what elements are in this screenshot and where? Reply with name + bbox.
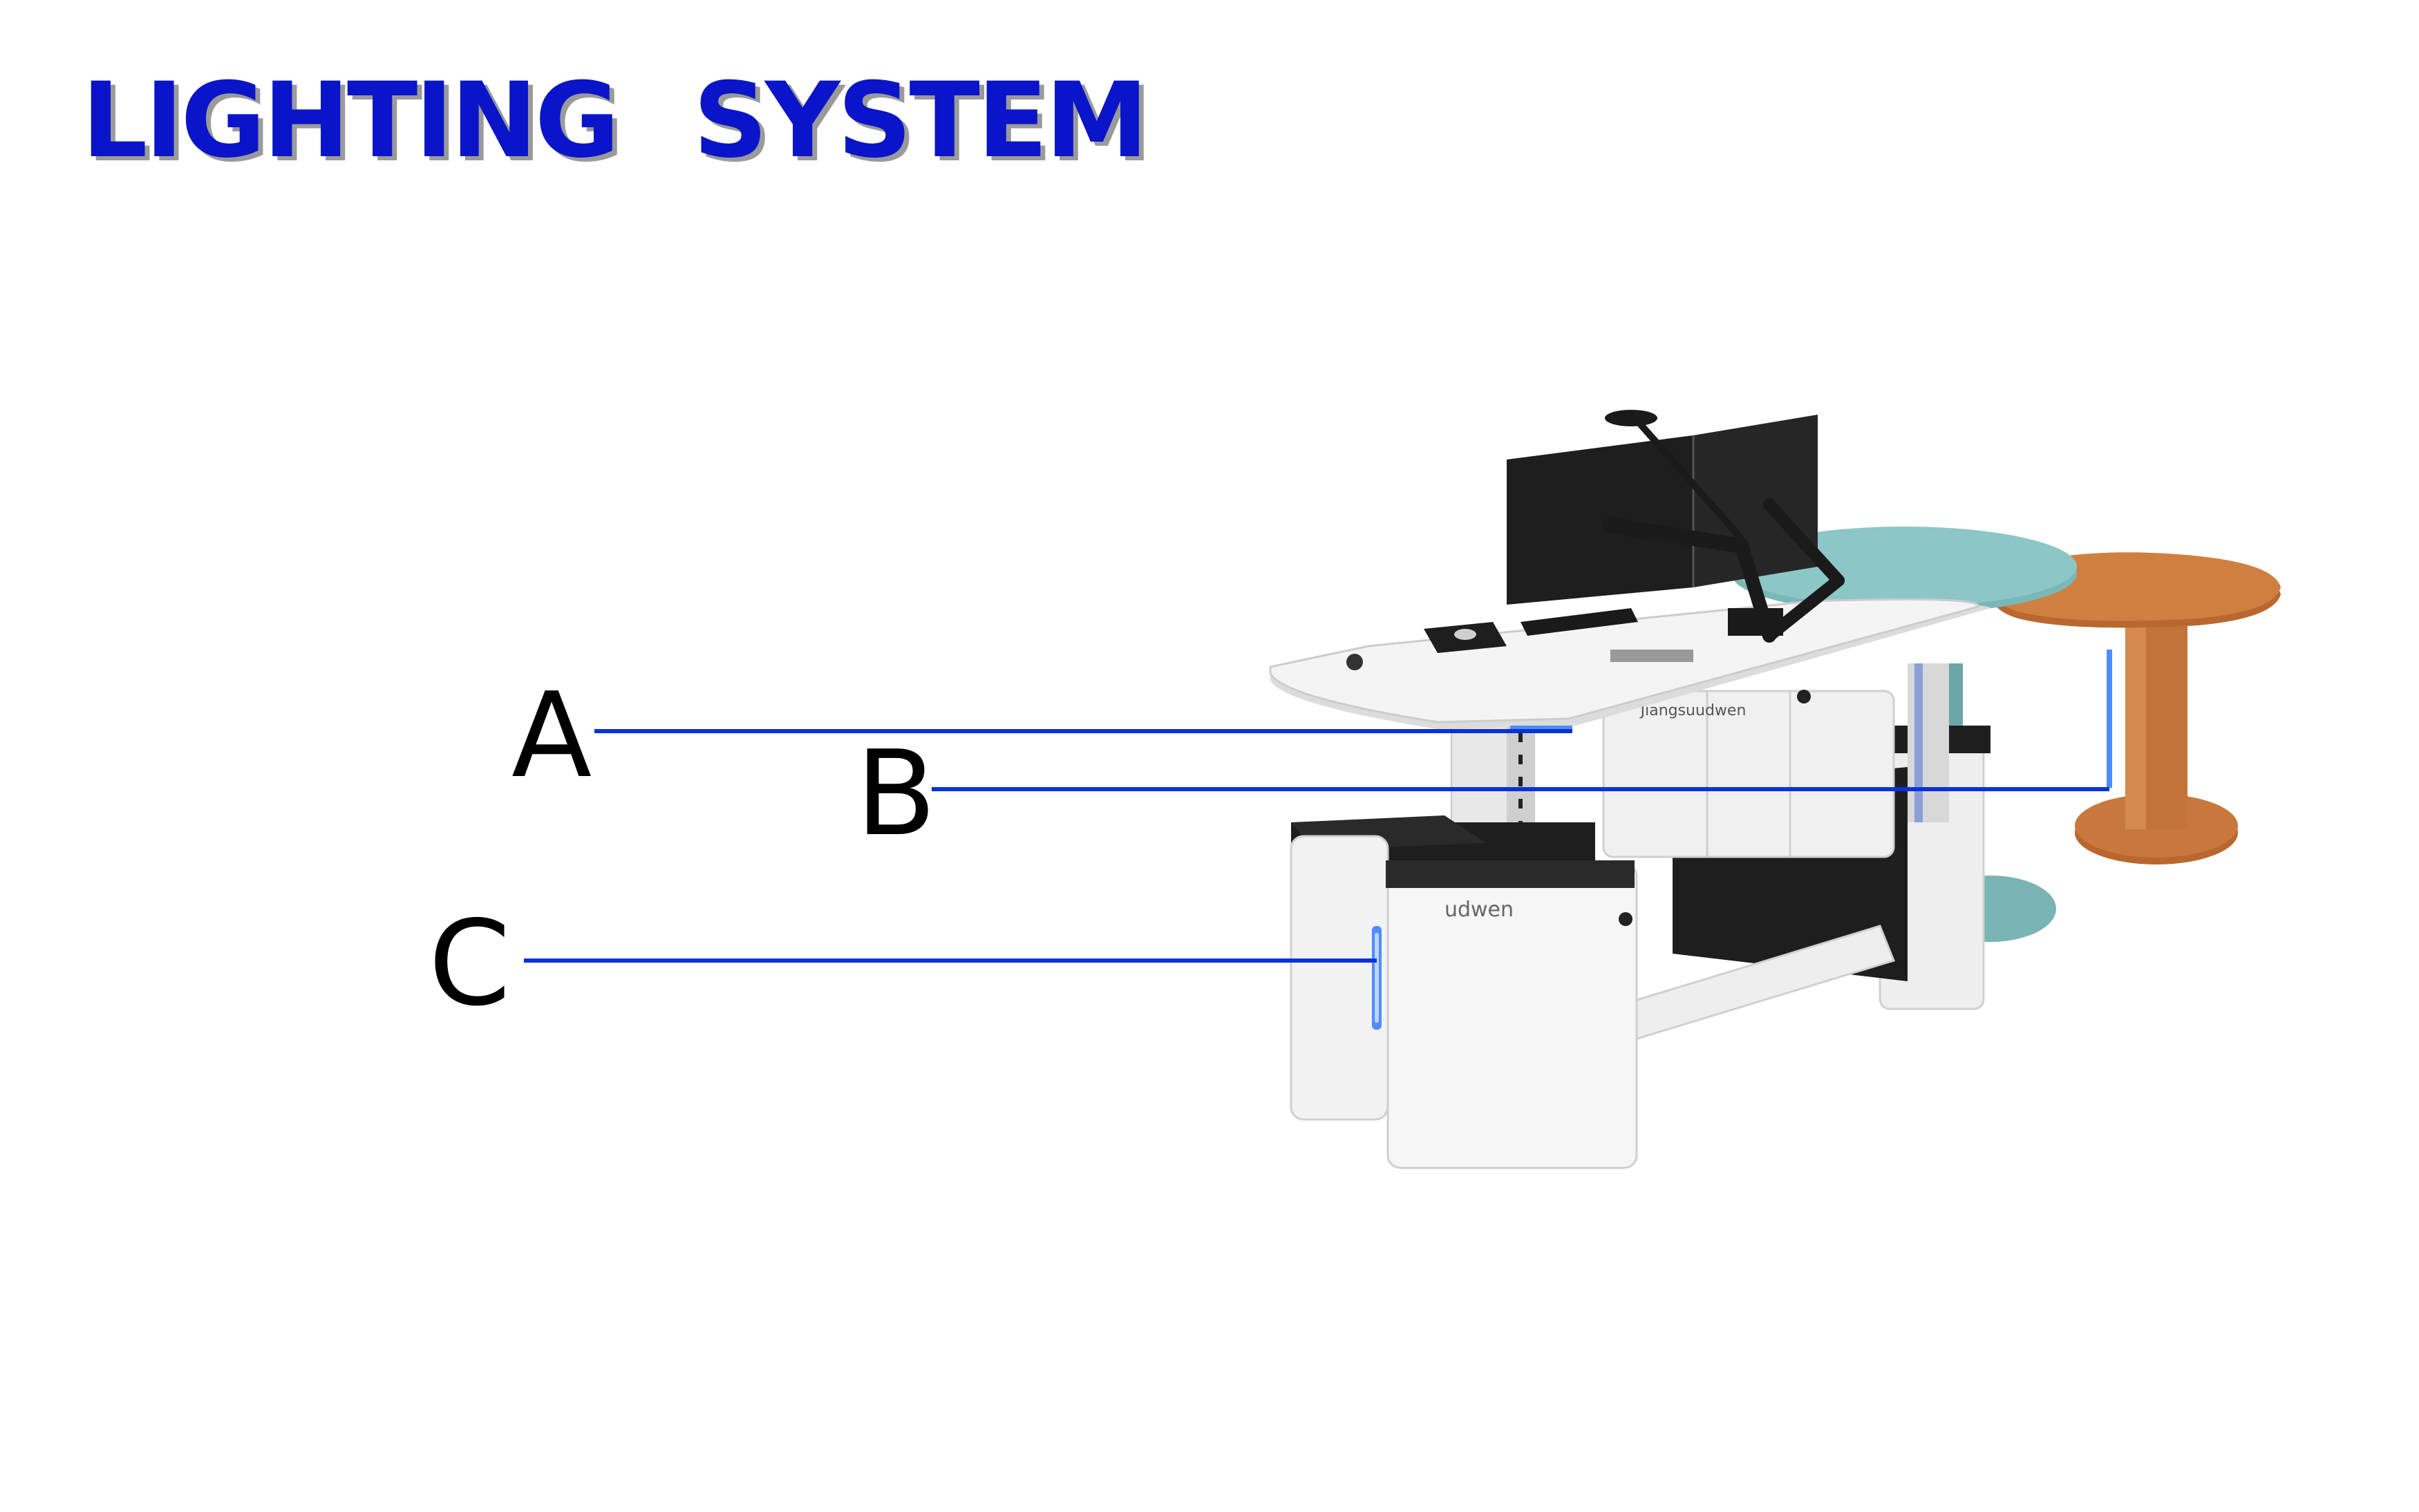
lift-column-right (1908, 663, 1949, 822)
drawer-brand-text: Jiangsuudwen (1639, 702, 1747, 719)
title-word-system: SYSTEM (693, 61, 1149, 181)
callout-label-a: A (511, 668, 592, 804)
under-desk-drawers: Jiangsuudwen (1602, 690, 1895, 858)
light-strip-b (2107, 650, 2112, 788)
light-strip-a (1510, 726, 1572, 731)
callout-label-c: C (429, 896, 511, 1032)
keyboard-and-mousepad (1424, 608, 1638, 653)
callout-label-b: B (856, 726, 936, 862)
monitor-arms (1603, 498, 1845, 643)
left-cabinet: udwen (1290, 815, 1638, 1169)
title-word-lighting: LIGHTING (82, 61, 620, 181)
desk-top (1269, 598, 1990, 731)
desk-lamp (1605, 410, 1744, 542)
cabinet-brand-label: udwen (1444, 898, 1514, 922)
page-title: LIGHTING SYSTEM (82, 61, 1149, 181)
